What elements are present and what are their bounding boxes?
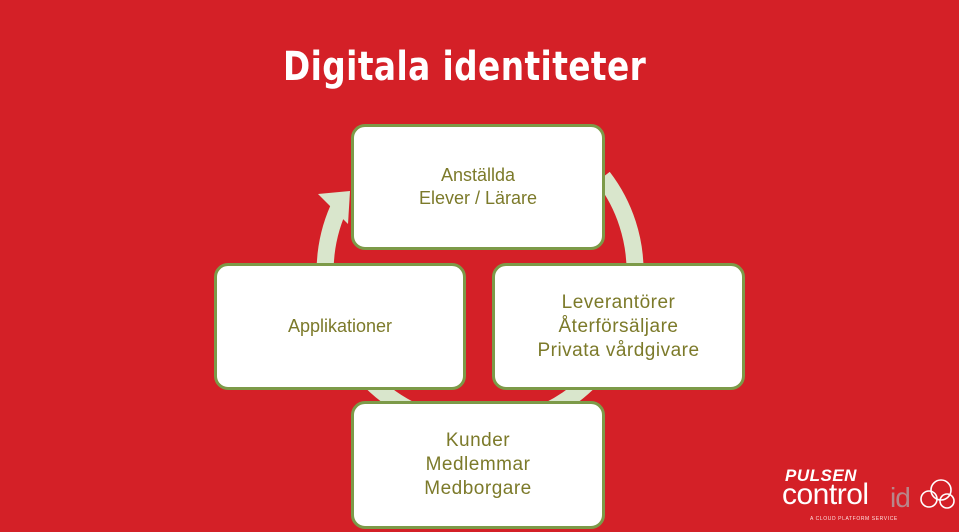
node-text: Anställda [440, 165, 516, 185]
slide-title: Digitala identiteter [283, 44, 647, 90]
node-applications: Applikationer [214, 263, 466, 390]
node-text: Kunder [445, 430, 511, 451]
node-customers-members-citizens: Kunder Medlemmar Medborgare [351, 401, 605, 529]
node-text: Återförsäljare [558, 315, 679, 337]
node-suppliers-resellers: Leverantörer Återförsäljare Privata vård… [492, 263, 745, 390]
cloud-icon [920, 479, 955, 509]
pulsen-control-id-logo: PULSEN control id A CLOUD PLATFORM SERVI… [782, 466, 958, 530]
logo-suffix: id [890, 482, 911, 513]
node-text: Medborgare [424, 478, 532, 499]
node-text: Applikationer [287, 316, 393, 336]
cycle-arrowhead [318, 191, 350, 224]
node-text: Privata vårdgivare [537, 339, 700, 361]
node-text: Elever / Lärare [418, 188, 538, 208]
logo-brand: PULSEN [785, 466, 857, 485]
logo-tagline: A CLOUD PLATFORM SERVICE [810, 516, 898, 522]
node-text: Medlemmar [425, 454, 531, 475]
logo-product: control [782, 478, 869, 511]
node-text: Leverantörer [561, 291, 676, 313]
node-employees-students: Anställda Elever / Lärare [351, 124, 605, 250]
